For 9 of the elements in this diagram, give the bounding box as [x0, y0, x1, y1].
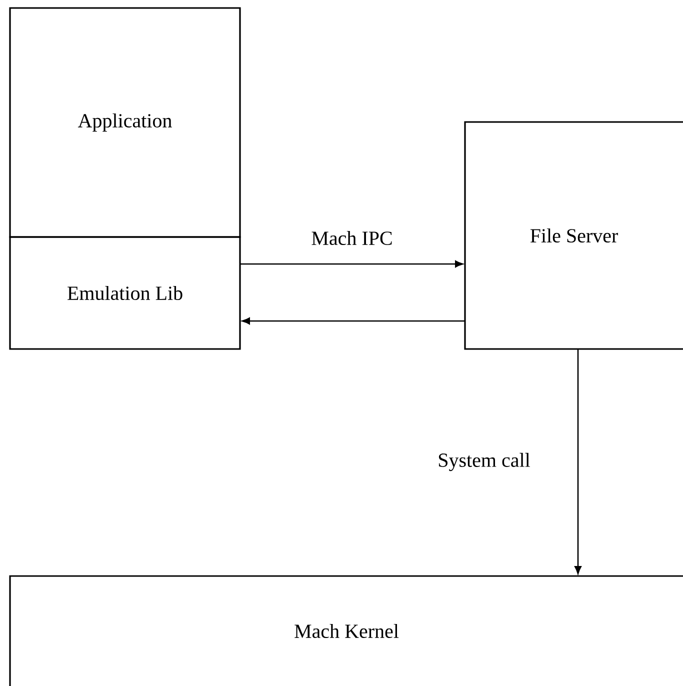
arrow [240, 260, 464, 268]
block-box: Mach Kernel [9, 575, 683, 686]
arrow [242, 318, 465, 324]
edge-label: System call [436, 450, 532, 474]
block-box: File Server [464, 121, 683, 350]
arrow [574, 349, 582, 574]
block-box: Application [9, 7, 241, 238]
edge-label: Mach IPC [309, 228, 395, 248]
block-box: Emulation Lib [9, 236, 241, 350]
